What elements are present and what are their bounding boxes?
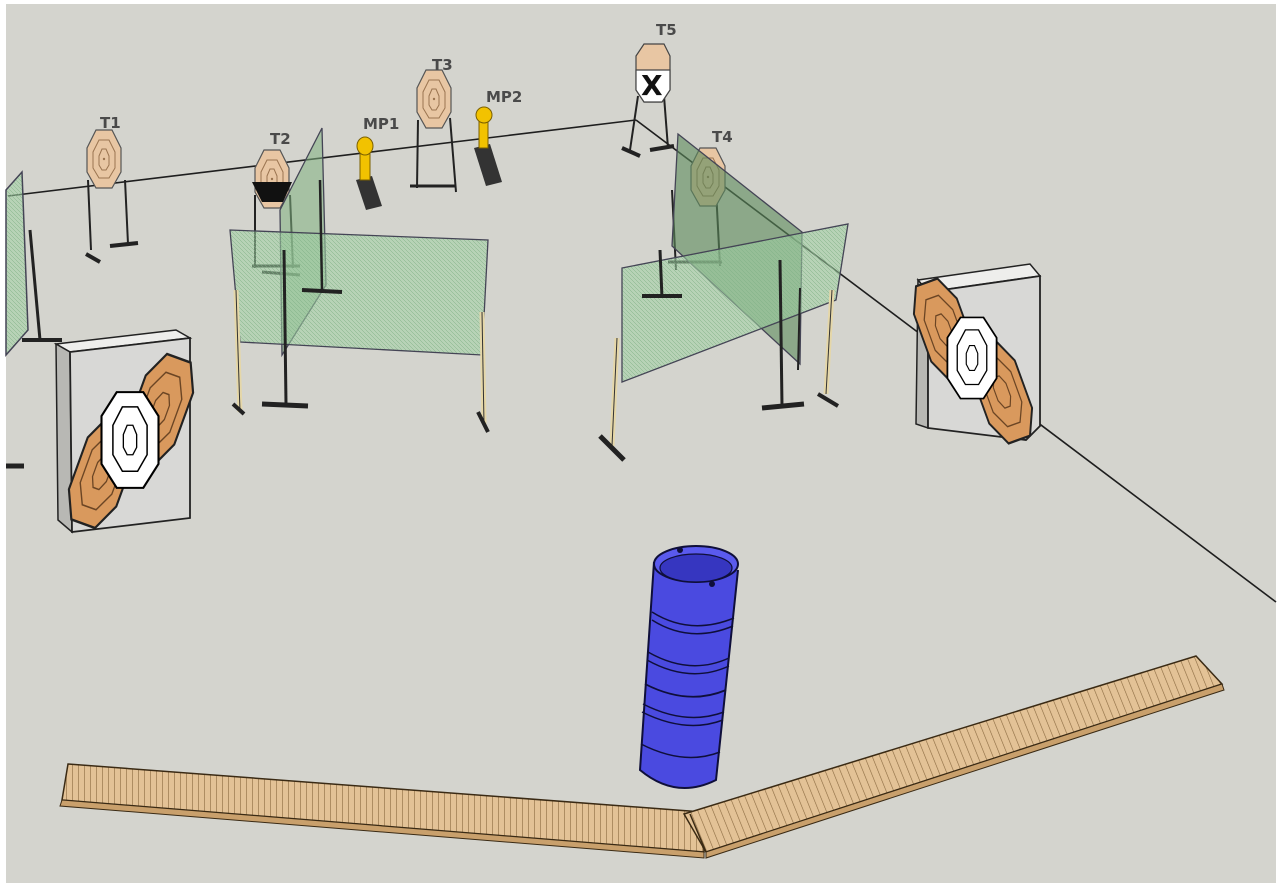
fault-line [59, 655, 1225, 859]
popper-mp2: MP2 [474, 88, 522, 186]
label-t4: T4 [712, 128, 733, 146]
label-t5: T5 [656, 21, 677, 39]
label-mp2: MP2 [486, 88, 522, 106]
wall-left [5, 170, 62, 469]
target-t1: T1 [85, 114, 139, 264]
popper-mp1: MP1 [356, 115, 399, 210]
label-mp1: MP1 [363, 115, 399, 133]
label-t1: T1 [100, 114, 121, 132]
wall-center-left [229, 127, 490, 433]
barrel-stack [638, 545, 739, 789]
target-box-right [904, 263, 1042, 449]
target-box-left [53, 329, 204, 534]
target-t5: X T5 [621, 21, 677, 158]
svg-text:X: X [641, 69, 663, 102]
label-t3: T3 [432, 56, 453, 74]
label-t2: T2 [270, 130, 291, 148]
wall-center-right [598, 132, 849, 462]
target-t3: T3 [410, 56, 457, 193]
